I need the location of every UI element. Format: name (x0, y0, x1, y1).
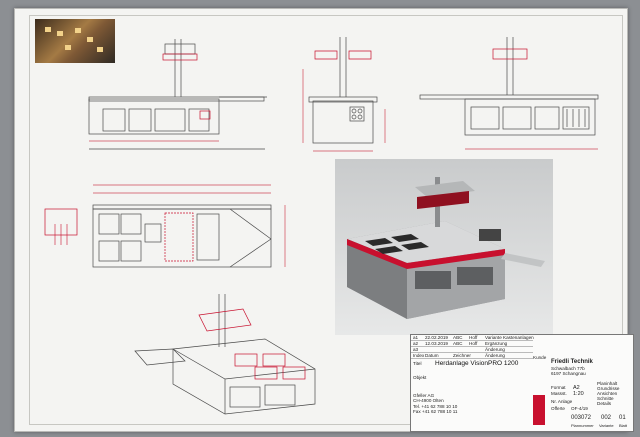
content-item: Schnitte (597, 396, 614, 401)
rev-index-header: Index (413, 353, 425, 358)
isometric-view (134, 294, 316, 415)
title-block: a1 22.02.2019 ABC Hoff Variante Kastenan… (410, 334, 634, 432)
supplier-line: Fax +41 62 788 10 11 (413, 409, 458, 415)
rev-initials: ABC (453, 341, 463, 346)
drawing-sheet: a1 22.02.2019 ABC Hoff Variante Kastenan… (14, 8, 634, 432)
content-list: Planinhalt Grundrisse Ansichten Schnitte… (597, 381, 619, 406)
rear-elevation (419, 37, 599, 150)
front-elevation (88, 39, 267, 150)
plan-view (44, 184, 286, 268)
rev-note: Änderung (485, 347, 505, 352)
format-label: Format (551, 385, 566, 390)
sheet-label: Blatt (619, 423, 628, 428)
content-item: Ansichten (597, 391, 618, 396)
rev-date: 22.02.2019 (425, 335, 448, 340)
rev-date: 12.03.2019 (425, 341, 448, 346)
rev-date-header: Datum (425, 353, 439, 358)
offer-label: Offerte (551, 406, 565, 411)
scale-label: Massst. (551, 391, 567, 396)
content-item: Grundrisse (597, 386, 620, 391)
brand-red-mark (533, 395, 545, 425)
rev-index: a3 (413, 347, 419, 352)
rev-index: a2 (413, 341, 419, 346)
rev-note-header: Änderung (485, 353, 505, 358)
project-title: Herdanlage VisionPRO 1200 (435, 360, 519, 367)
rev-drawer-header: Zeichner (453, 353, 471, 358)
3d-render (335, 159, 553, 335)
revision-row-1: a1 22.02.2019 ABC Hoff Variante Kastenan… (411, 335, 534, 341)
rev-initials: ABC (453, 335, 463, 340)
rev-note: Ergänzung (485, 341, 508, 346)
company-name: Friedli Technik (551, 359, 593, 365)
content-item: Details (597, 401, 612, 406)
supplier-line: CH-4900 Olten (413, 398, 444, 404)
number-label: Nr. Anlage (551, 399, 573, 404)
drawing-number: 003072 (571, 415, 592, 421)
sheet-number: 01 (619, 415, 626, 421)
drawing-number-label: Plannummer (571, 423, 594, 428)
revision-header-row: Index Datum Zeichner Änderung (411, 353, 533, 359)
rev-index: a1 (413, 335, 419, 340)
offer-value: OF-4/19 (571, 406, 588, 411)
rev-who: Hoff (469, 335, 478, 340)
revision-row-3: a3 Änderung (411, 347, 533, 353)
restaurant-photo (35, 19, 115, 63)
side-elevation (302, 37, 386, 152)
rev-who: Hoff (469, 341, 478, 346)
company-address-1: Schwalbach 77b (551, 365, 585, 371)
supplier-block: Gfeller AG CH-4900 Olten Tel. +41 62 788… (413, 393, 457, 415)
scale-value: 1:20 (573, 391, 584, 397)
kunde-label: Kunde (533, 355, 547, 360)
objekt-label: Objekt (413, 375, 427, 380)
variant-number: 002 (601, 415, 612, 421)
company-address-2: 6197 Schangnau (551, 371, 586, 377)
variant-label: Variante (599, 423, 614, 428)
rev-note: Variante Kastenanlagen (485, 335, 534, 340)
supplier-line: Gfeller AG (413, 393, 435, 398)
technical-drawings (44, 37, 599, 415)
content-item: Planinhalt (597, 381, 618, 386)
titel-label: Titel (413, 361, 422, 366)
company-block: Friedli Technik Schwalbach 77b 6197 Scha… (551, 359, 631, 377)
format-value: A2 (573, 385, 580, 391)
revision-row-2: a2 12.03.2019 ABC Hoff Ergänzung (411, 341, 533, 347)
render-drawing (347, 177, 545, 319)
drawing-frame (29, 15, 623, 425)
supplier-line: Tel. +41 62 788 10 10 (413, 403, 458, 409)
